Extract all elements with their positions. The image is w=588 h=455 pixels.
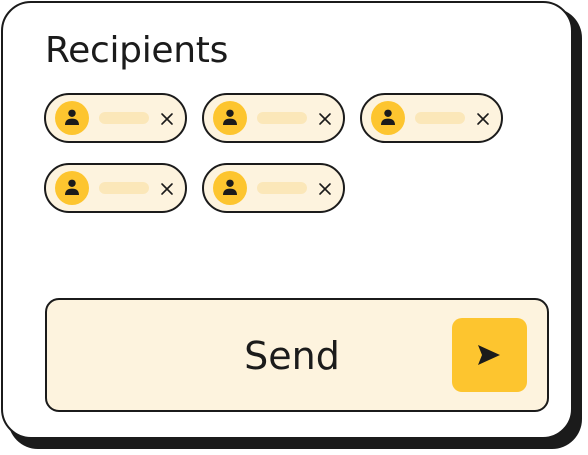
user-icon <box>55 101 89 135</box>
recipient-name <box>99 112 149 124</box>
recipient-chip[interactable] <box>44 163 187 213</box>
page-title: Recipients <box>45 30 229 71</box>
recipient-chip[interactable] <box>360 93 503 143</box>
user-icon <box>371 101 405 135</box>
recipients-card: Recipients <box>1 1 573 439</box>
user-icon <box>55 171 89 205</box>
recipient-chip[interactable] <box>202 163 345 213</box>
recipient-name <box>415 112 465 124</box>
close-icon[interactable] <box>160 181 174 195</box>
close-icon[interactable] <box>318 181 332 195</box>
recipient-chip[interactable] <box>44 93 187 143</box>
user-icon <box>213 101 247 135</box>
recipient-name <box>257 112 307 124</box>
send-arrow-icon[interactable] <box>452 318 527 392</box>
send-button-label: Send <box>244 334 340 378</box>
user-icon <box>213 171 247 205</box>
close-icon[interactable] <box>160 111 174 125</box>
recipient-chip[interactable] <box>202 93 345 143</box>
close-icon[interactable] <box>318 111 332 125</box>
recipient-name <box>99 182 149 194</box>
send-button[interactable]: Send <box>45 298 549 412</box>
recipient-name <box>257 182 307 194</box>
close-icon[interactable] <box>476 111 490 125</box>
